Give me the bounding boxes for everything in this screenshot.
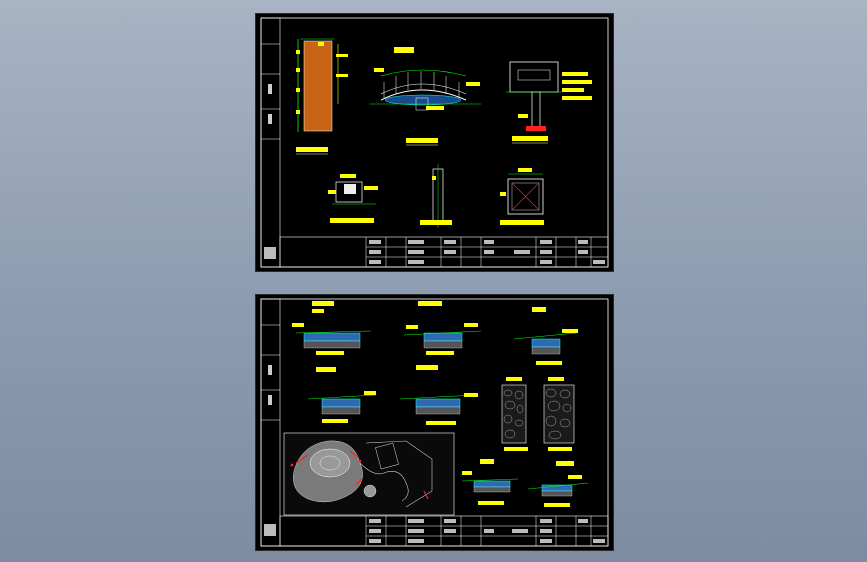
detail-caption-bar (512, 136, 548, 141)
detail-caption-bar (322, 419, 348, 423)
detail-caption-bar (426, 421, 456, 425)
detail-caption-bar (426, 351, 454, 355)
detail-caption-bar (330, 218, 374, 223)
drawing-canvas-2 (260, 298, 609, 547)
detail-bridge-elevation[interactable] (369, 47, 481, 146)
detail-square-plan[interactable] (500, 168, 544, 225)
detail-bridge-section[interactable] (506, 61, 592, 144)
detail-post-elevation[interactable] (420, 164, 452, 228)
left-margin-strip (260, 17, 281, 268)
detail-caption-bar (504, 447, 528, 451)
left-margin-strip (260, 298, 281, 547)
detail-caption-bar (544, 503, 570, 507)
detail-caption-bar (500, 220, 544, 225)
detail-paving-section-3[interactable] (513, 307, 578, 365)
margin-mark (268, 114, 272, 124)
drawing-sheet-2[interactable] (255, 294, 614, 551)
title-block (264, 515, 609, 547)
detail-caption-bar (548, 447, 572, 451)
detail-caption-bar (420, 220, 452, 225)
drawing-sheet-1[interactable] (255, 13, 614, 272)
detail-paving-section-5[interactable] (399, 365, 478, 425)
detail-stone-pattern-2[interactable] (543, 377, 575, 451)
detail-paving-section-2[interactable] (403, 301, 482, 355)
detail-caption-bar (406, 138, 438, 143)
detail-paving-section-6[interactable] (461, 459, 519, 505)
detail-caption-bar (536, 361, 562, 365)
detail-caption-bar (478, 501, 504, 505)
detail-caption-bar (316, 351, 344, 355)
detail-stone-pattern-1[interactable] (501, 377, 528, 451)
title-block (264, 236, 609, 268)
detail-paving-section-1[interactable] (292, 301, 372, 355)
detail-panel-elevation[interactable] (296, 38, 348, 155)
detail-paving-section-7[interactable] (527, 461, 589, 507)
detail-paving-section-4[interactable] (307, 367, 377, 423)
margin-mark (268, 84, 272, 94)
drawing-canvas-1 (260, 17, 609, 268)
detail-step-section[interactable] (328, 174, 378, 223)
site-plan-view[interactable] (283, 432, 455, 516)
detail-caption-bar (296, 147, 328, 152)
